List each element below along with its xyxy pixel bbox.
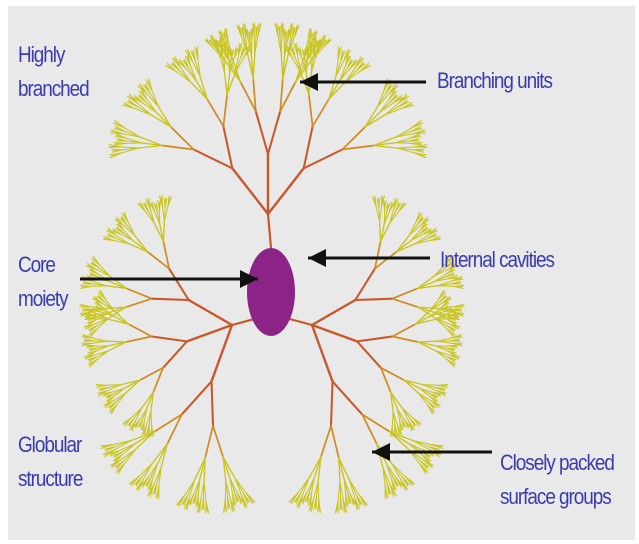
branch-segment [97,385,107,386]
arrow-branching-units [300,73,426,91]
branch-segment [355,269,375,300]
branch-segment [304,126,313,168]
branch-segment [340,482,341,498]
label-internal-cavities: Internal cavities [440,243,554,277]
branch-segment [115,143,125,144]
branch-segment [162,146,194,150]
branch-segment [223,95,227,127]
branch-segment [309,95,313,127]
branch-segment [321,426,331,457]
branch-segment [280,38,281,54]
branch-segment [169,269,189,300]
branch-segment [268,168,304,214]
branch-segment [437,385,447,386]
branch-segment [331,426,339,458]
branch-segment [207,99,223,126]
branch-segment [449,318,459,319]
branch-segment [223,126,232,168]
branch-segment [357,337,392,342]
branch-segment [126,337,152,343]
arrow-internal-cavities [308,249,430,267]
branch-segment [379,199,380,208]
branch-segment [374,146,397,149]
branch-segment [164,222,165,242]
branch-segment [203,482,204,498]
branch-segment [342,146,374,150]
branch-segment [139,146,162,149]
branch-segment [224,71,227,94]
branch-segment [342,127,365,149]
branch-segment [313,99,329,126]
branch-segment [232,168,268,214]
branch-segment [392,337,418,343]
branch-segment [182,381,212,414]
branch-segment [294,27,298,38]
branch-segment [116,393,126,402]
branch-segment [212,381,214,425]
branch-segment [94,341,107,342]
branch-segment [125,449,137,460]
branch-segment [164,208,165,222]
branch-segment [380,222,381,242]
branch-segment [453,286,463,287]
branch-segment [437,341,450,342]
branch-segment [126,288,151,298]
label-highly-branched: Highly branched [18,38,89,106]
arrow-surface-groups [372,443,492,461]
branch-segment [268,111,280,154]
branch-segment [213,426,223,457]
label-branching-units: Branching units [437,64,552,98]
branch-segment [312,325,357,341]
branch-segment [86,318,96,319]
branch-segment [152,337,187,342]
branch-segment [212,325,233,381]
branch-segment [333,381,363,414]
branch-segment [194,150,233,169]
branch-segment [392,299,418,308]
branch-segment [283,57,285,79]
branch-segment [357,341,381,367]
branch-segment [408,449,420,460]
branch-segment [146,102,156,112]
branch-segment [107,341,126,342]
branch-segment [255,38,256,54]
branch-segment [81,286,91,287]
branch-segment [238,27,242,38]
branch-segment [392,288,417,298]
branch-segment [171,127,194,149]
core-moiety-shape [247,248,295,336]
label-surface-groups: Closely packed surface groups [500,446,614,514]
branch-segment [379,208,380,222]
branch-segment [205,426,213,458]
branch-segment [409,225,417,236]
branch-segment [312,325,333,381]
branch-segment [252,57,254,79]
branch-segment [126,299,152,308]
branch-segment [355,299,392,300]
branch-segment [331,381,333,425]
branch-segment [140,204,146,212]
branch-segment [380,102,390,112]
branch-segment [163,341,187,367]
branch-segment [189,300,232,325]
branch-segment [418,341,437,342]
branch-segment [127,225,135,236]
branch-segment [304,150,343,169]
branch-segment [410,143,420,144]
branch-segment [256,111,268,154]
branch-segment [312,300,355,325]
branch-segment [268,214,271,248]
branch-segment [419,393,429,402]
branch-segment [399,204,405,212]
branch-segment [165,199,166,208]
branch-segment [187,325,232,341]
label-globular-structure: Globular structure [18,428,82,496]
label-core-moiety: Core moiety [18,248,68,316]
branch-segment [152,299,189,300]
branch-segment [129,324,152,336]
branch-segment [392,324,415,336]
